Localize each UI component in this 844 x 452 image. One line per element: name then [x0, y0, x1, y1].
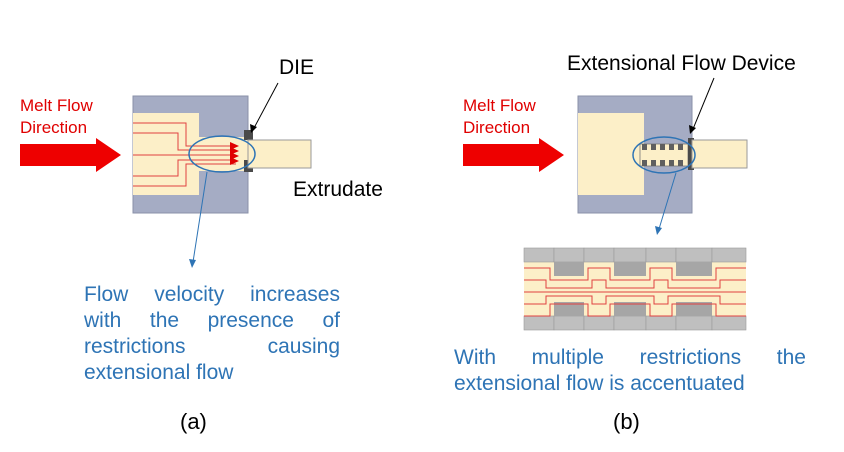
device-restrictions-b — [642, 144, 683, 166]
extrudate-label: Extrudate — [293, 178, 383, 201]
melt-channel-a — [199, 113, 248, 195]
streamlines-a — [133, 122, 236, 187]
caption-a: Flow velocity increases with the presenc… — [84, 282, 340, 386]
sublabel-a: (a) — [180, 409, 207, 434]
velocity-arrows-a — [230, 142, 239, 165]
device-pointer-b — [692, 77, 715, 130]
caption-a-line-2: with the presence of — [84, 309, 340, 332]
caption-a-line-3: restrictions causing — [84, 335, 340, 358]
melt-zone-b — [578, 113, 644, 195]
device-die-b — [688, 138, 694, 170]
restriction-zoom-inset — [523, 247, 747, 331]
melt-flow-label-a: Melt Flow Direction — [20, 96, 93, 137]
caption-a-line-4: extensional flow — [84, 361, 234, 384]
restriction-ellipse-a — [188, 135, 256, 173]
callout-line-b — [658, 172, 677, 230]
caption-b: With multiple restrictions the extension… — [454, 345, 806, 397]
melt-flow-label-b: Melt Flow Direction — [463, 96, 536, 137]
caption-a-line-1: Flow velocity increases — [84, 283, 340, 306]
melt-flow-arrow-b — [463, 138, 564, 172]
caption-b-line-2: extensional flow is accentuated — [454, 372, 745, 395]
device-label: Extensional Flow Device — [567, 52, 796, 75]
die-upper-a — [244, 130, 253, 140]
panel-a-graphic — [20, 82, 312, 268]
melt-flow-arrow-a — [20, 138, 121, 172]
die-pointer-a — [253, 82, 279, 129]
extrudate-b — [691, 139, 748, 169]
melt-zone-a — [133, 113, 199, 195]
extrudate-a — [247, 139, 312, 169]
restriction-ellipse-b — [632, 136, 696, 174]
sublabel-b: (b) — [613, 409, 640, 434]
panel-b-graphic — [463, 77, 748, 235]
caption-b-line-1: With multiple restrictions the — [454, 346, 806, 369]
die-label: DIE — [279, 56, 315, 79]
callout-line-a — [192, 171, 208, 263]
